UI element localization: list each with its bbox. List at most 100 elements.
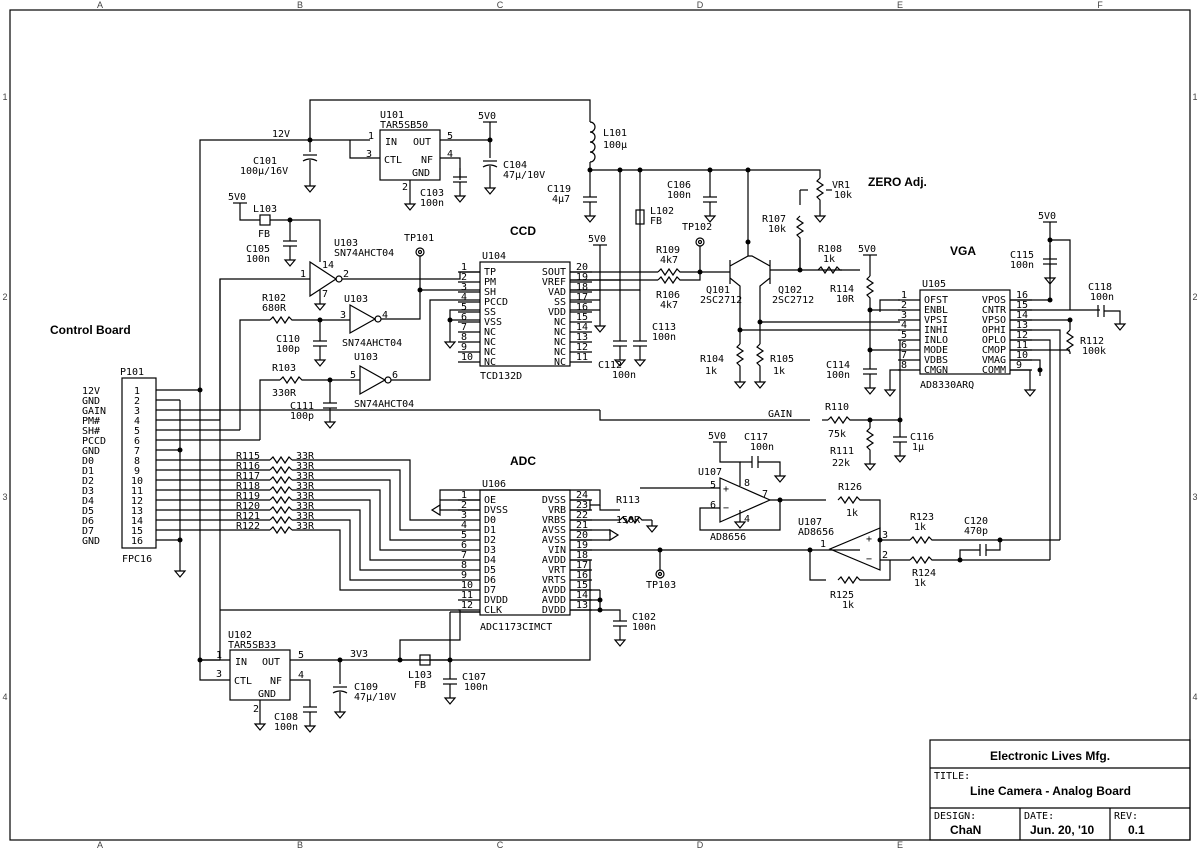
dbus-wire-out-6 (292, 519, 458, 581)
u104-pin-name-r0: SOUT (542, 267, 566, 278)
u103b-pin-3: 3 (340, 310, 346, 321)
r103-val: 330R (272, 388, 297, 399)
p101-pin-3: 3 (134, 406, 140, 417)
u103a-pin-14: 14 (322, 260, 334, 271)
u106-pin-num-r9: 15 (576, 580, 588, 591)
u105-pin-name-l4: INLO (924, 335, 948, 346)
u106-pin-num-r6: 18 (576, 550, 588, 561)
r126-val: 1k (846, 508, 858, 519)
u101-pin-out: OUT (413, 137, 431, 148)
dbus-res-val-2: 33R (296, 471, 315, 482)
u104-pin-num-l2: 3 (461, 282, 467, 293)
u104-pin-name-l3: PCCD (484, 297, 508, 308)
r109-ref: R109 (656, 245, 680, 256)
p101-pin-2: 2 (134, 396, 140, 407)
u104-pin-num-r7: 13 (576, 332, 588, 343)
u104-pin-num-l9: 10 (461, 352, 473, 363)
dbus-res-6 (269, 515, 293, 525)
dbus-res-val-7: 33R (296, 521, 315, 532)
c113-val: 100n (652, 332, 676, 343)
r102-ref: R102 (262, 293, 286, 304)
u106-pin-num-l1: 2 (461, 500, 467, 511)
p101-sig-11: D3 (82, 486, 94, 497)
tb-title-label: TITLE: (934, 771, 970, 782)
u103a-ref: U103 (334, 238, 358, 249)
p101-sig-3: GAIN (82, 406, 106, 417)
c109-ref: C109 (354, 682, 378, 693)
u104-pin-name-r5: NC (554, 317, 566, 328)
dbus-res-4 (269, 495, 293, 505)
u106-pin-num-l8: 9 (461, 570, 467, 581)
u107a-pin-7: 7 (762, 489, 768, 500)
u106-pin-name-l6: D4 (484, 555, 496, 566)
q101-q102-stage: R109 4k7 R106 4k7 TP102 Q101 2SC2712 Q10… (570, 170, 900, 389)
vr1-val: 10k (834, 190, 852, 201)
u104-pin-name-l9: NC (484, 357, 496, 368)
u101-regulator: U101 TAR5SB50 IN OUT CTL NF GND 1 3 5 4 … (366, 110, 490, 211)
c111-ref: C111 (290, 401, 314, 412)
dbus-res-ref-0: R115 (236, 451, 260, 462)
tb-title: Line Camera - Analog Board (970, 784, 1131, 798)
u101-pnum-3: 3 (366, 149, 372, 160)
grid-col-D-bottom: D (697, 840, 704, 850)
p101-sig-16: GND (82, 536, 100, 547)
grid-col-F: F (1097, 0, 1103, 10)
u106-pin-name-r11: DVDD (542, 605, 566, 616)
grid-col-A: A (97, 0, 103, 10)
p101-sig-15: D7 (82, 526, 94, 537)
r124-ref: R124 (912, 568, 936, 579)
grid-row-3: 3 (2, 492, 7, 502)
p101-pin-9: 9 (134, 466, 140, 477)
u106-pin-name-r9: AVDD (542, 585, 566, 596)
u103-inverter-c: U103 SN74AHCT04 5 6 R103 330R C111 100p (259, 299, 480, 440)
c116-val: 1μ (912, 442, 924, 453)
u105-pin-num-r7: 9 (1016, 360, 1022, 371)
p101-pin-5: 5 (134, 426, 140, 437)
p101-pin-13: 13 (131, 506, 143, 517)
tp103-ref: TP103 (646, 580, 676, 591)
u106-pin-name-r1: VRB (548, 505, 566, 516)
r107-ref: R107 (762, 214, 786, 225)
u104-pin-num-l5: 6 (461, 312, 467, 323)
u102-pnum-3: 3 (216, 669, 222, 680)
dbus-wire-out-5 (292, 509, 458, 571)
u107b-pin-2: 2 (882, 550, 888, 561)
u107b-minus: − (866, 554, 872, 565)
u107b-ref: U107 (798, 517, 822, 528)
u104-pin-name-r3: SS (554, 297, 566, 308)
net-5v0-e: 5V0 (1038, 211, 1056, 222)
u106-pin-num-l9: 10 (461, 580, 473, 591)
u104-pin-num-l8: 9 (461, 342, 467, 353)
u104-pin-name-l2: SH (484, 287, 496, 298)
u105-pin-name-l7: CMGN (924, 365, 948, 376)
u105-pin-num-r0: 16 (1016, 290, 1028, 301)
p101-sig-10: D2 (82, 476, 94, 487)
q101-ref: Q101 (706, 285, 730, 296)
u105-pin-num-r1: 15 (1016, 300, 1028, 311)
grid-col-C: C (497, 0, 504, 10)
q102-part: 2SC2712 (772, 295, 814, 306)
c110-ref: C110 (276, 334, 300, 345)
u102-pin-nf: NF (270, 676, 282, 687)
u106-pin-name-l11: CLK (484, 605, 502, 616)
u105-pin-name-l6: VDBS (924, 355, 948, 366)
u102-pnum-2: 2 (253, 704, 259, 715)
l101-val: 100μ (603, 140, 627, 151)
u106-pin-name-l0: OE (484, 495, 496, 506)
r105-val: 1k (773, 366, 785, 377)
u104-pin-name-r9: NC (554, 357, 566, 368)
u106-pin-name-r0: DVSS (542, 495, 566, 506)
r104-ref: R104 (700, 354, 724, 365)
r125-val: 1k (842, 600, 854, 611)
grid-row-1: 1 (2, 92, 7, 102)
u104-pin-name-l0: TP (484, 267, 496, 278)
r125-ref: R125 (830, 590, 854, 601)
p101-sig-7: GND (82, 446, 100, 457)
u104-pin-num-r2: 18 (576, 282, 588, 293)
dbus-res-val-4: 33R (296, 491, 315, 502)
grid-col-B-bottom: B (297, 840, 303, 850)
dbus-res-val-1: 33R (296, 461, 315, 472)
